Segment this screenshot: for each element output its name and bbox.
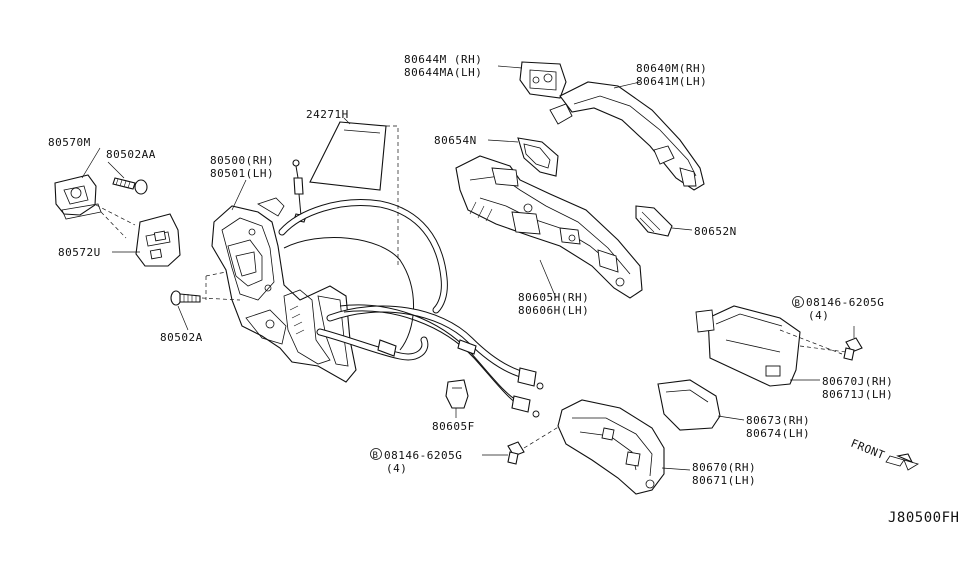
insulator-24271H: [309, 121, 387, 191]
inside-handle-80670: [557, 399, 665, 495]
label-bolt-lower-qty: (4): [386, 462, 407, 475]
bolt-upper: [843, 337, 863, 361]
outside-handle-80640M: [549, 81, 705, 191]
cover-80652N: [635, 205, 673, 237]
cable-assembly: [278, 199, 544, 418]
label-80500: 80500(RH): [210, 154, 274, 167]
striker-80570M: [54, 174, 102, 220]
label-bolt-upper-qty: (4): [808, 309, 829, 322]
label-80640M: 80640M(RH): [636, 62, 707, 75]
label-80671J: 80671J(LH): [822, 388, 893, 401]
label-bolt-upper: 08146-6205G: [806, 296, 884, 309]
label-80605H: 80605H(RH): [518, 291, 589, 304]
label-80670J: 80670J(RH): [822, 375, 893, 388]
bezel-80673: [657, 379, 721, 431]
b-mark-upper: B: [795, 299, 801, 309]
gasket-80654N: [517, 137, 559, 177]
b-mark-lower: B: [373, 451, 379, 461]
label-80572U: 80572U: [58, 246, 101, 259]
label-80644MA: 80644MA(LH): [404, 66, 482, 79]
screw-80502A: [170, 290, 201, 306]
label-80654N: 80654N: [434, 134, 477, 147]
label-bolt-lower: 08146-6205G: [384, 449, 462, 462]
label-80671: 80671(LH): [692, 474, 756, 487]
label-80670: 80670(RH): [692, 461, 756, 474]
door-lock-actuator: [211, 197, 357, 383]
handle-bracket-80605H: [455, 155, 643, 299]
diagram-code: J80500FH: [888, 510, 959, 526]
label-80501: 80501(LH): [210, 167, 274, 180]
label-80606H: 80606H(LH): [518, 304, 589, 317]
bolt-label-upper: B 08146-6205G (4): [792, 296, 884, 322]
bolt-label-lower: B 08146-6205G (4): [370, 448, 462, 475]
label-80605F: 80605F: [432, 420, 475, 433]
striker-plate-80572U: [135, 213, 181, 267]
front-direction-indicator: FRONT: [849, 437, 919, 471]
clip-80605F: [445, 379, 469, 409]
bolt-lower: [507, 441, 525, 465]
label-80641M: 80641M(LH): [636, 75, 707, 88]
label-80644M: 80644M (RH): [404, 53, 482, 66]
leader-lines: [81, 65, 855, 471]
label-80502AA: 80502AA: [106, 148, 156, 161]
bracket-80670J: [695, 305, 801, 387]
label-80652N: 80652N: [694, 225, 737, 238]
label-80502A: 80502A: [160, 331, 203, 344]
label-80674: 80674(LH): [746, 427, 810, 440]
front-label: FRONT: [849, 437, 887, 462]
label-80673: 80673(RH): [746, 414, 810, 427]
front-arrow-icon: [896, 453, 914, 464]
screw-80502AA: [112, 177, 148, 195]
label-80570M: 80570M: [48, 136, 91, 149]
label-24271H: 24271H: [306, 108, 349, 121]
escutcheon-80644M: [519, 61, 567, 99]
